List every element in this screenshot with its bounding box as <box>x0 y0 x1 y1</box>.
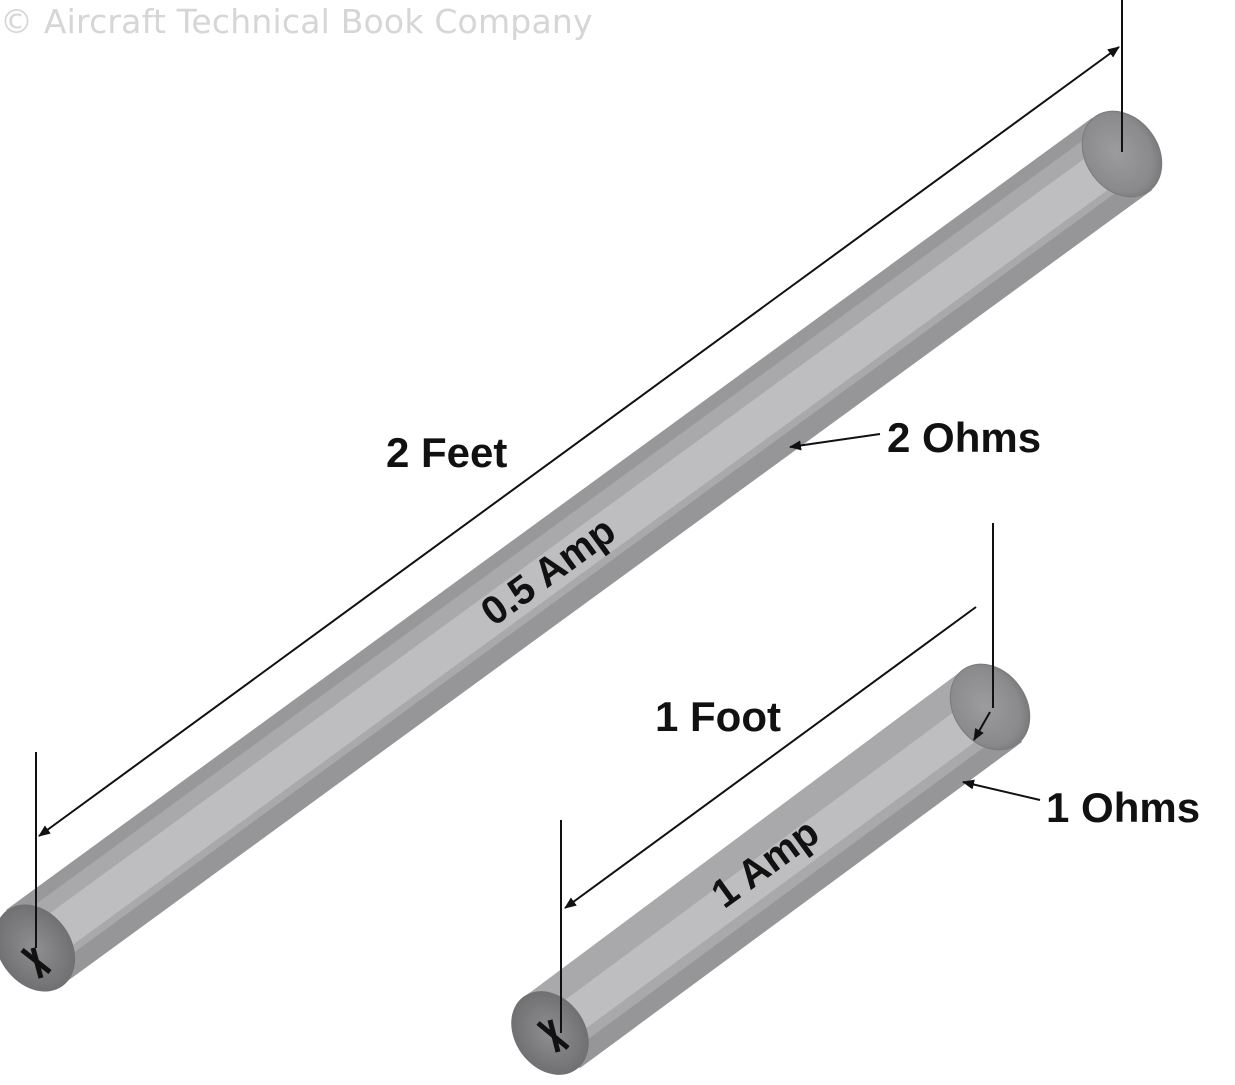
long-rod-resistance-leader <box>789 433 881 451</box>
short-rod: 1 Amp 1 Foot 1 Ohms <box>511 523 1200 1075</box>
short-rod-length-label: 1 Foot <box>655 693 781 740</box>
short-rod-resistance-label: 1 Ohms <box>1046 784 1200 831</box>
long-rod: 0.5 Amp 2 Feet 2 Ohms <box>0 0 1163 992</box>
long-rod-dimension-line <box>38 46 1120 837</box>
short-rod-resistance-leader <box>962 779 1041 801</box>
short-rod-cap-arrow <box>973 711 991 741</box>
short-rod-shadow-band <box>568 728 1022 1068</box>
copyright-watermark: © Aircraft Technical Book Company <box>0 2 593 41</box>
long-rod-resistance-label: 2 Ohms <box>887 414 1041 461</box>
short-rod-dimension-line <box>564 606 977 909</box>
short-rod-plus-icon <box>536 1019 570 1053</box>
short-rod-far-end-cap <box>949 663 1031 751</box>
short-rod-highlight <box>538 694 1002 1046</box>
long-rod-length-label: 2 Feet <box>386 429 507 476</box>
long-rod-plus-icon <box>20 947 52 979</box>
long-rod-shadow-band <box>50 175 1152 985</box>
